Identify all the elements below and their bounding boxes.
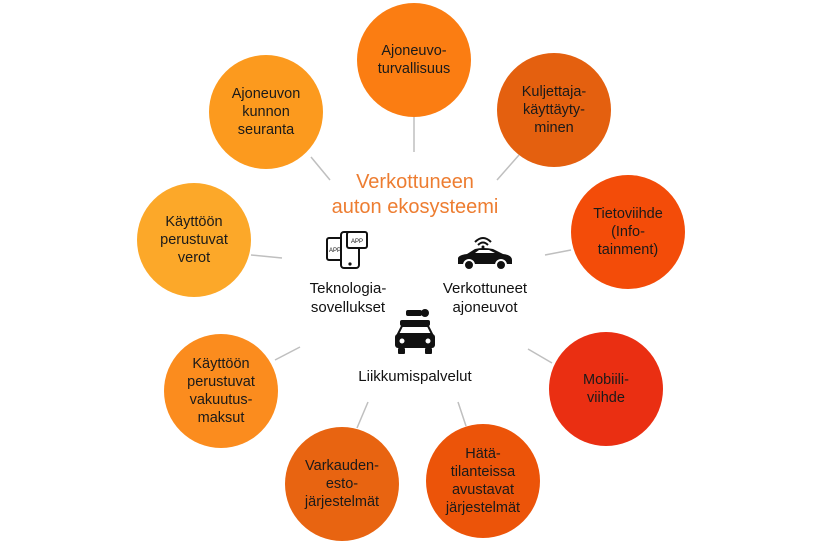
connector-line bbox=[527, 348, 553, 364]
connected-vehicles-label: Verkottuneet ajoneuvot bbox=[442, 280, 528, 316]
node-label: Ajoneuvo- turvallisuus bbox=[377, 43, 451, 77]
node-label: Käyttöön perustuvat verot bbox=[160, 214, 228, 266]
car-key-icon bbox=[395, 309, 435, 354]
node-label: Käyttöön perustuvat vakuutus- maksut bbox=[187, 356, 255, 426]
tech-apps-label: Teknologia- sovellukset bbox=[309, 280, 387, 316]
node-anti-theft: Varkauden- esto- järjestelmät bbox=[285, 427, 399, 541]
node-driver-behaviour: Kuljettaja- käyttäyty- minen bbox=[497, 53, 611, 167]
connected-car-icon bbox=[458, 237, 512, 271]
node-label: Hätä- tilanteissa avustavat järjestelmät bbox=[445, 446, 521, 516]
node-label: Ajoneuvon kunnon seuranta bbox=[231, 86, 301, 138]
connector-line bbox=[544, 249, 572, 256]
connector-line bbox=[250, 254, 283, 259]
diagram-title: Verkottuneen auton ekosysteemi bbox=[331, 171, 499, 218]
node-label: Varkauden- esto- järjestelmät bbox=[304, 458, 380, 510]
app-text-right: APP bbox=[351, 239, 363, 245]
connector-line bbox=[310, 156, 331, 181]
node-vehicle-safety: Ajoneuvo- turvallisuus bbox=[357, 3, 471, 117]
connector-line bbox=[356, 401, 369, 429]
node-vehicle-health: Ajoneuvon kunnon seuranta bbox=[209, 55, 323, 169]
connector-line bbox=[457, 401, 467, 427]
node-usage-based-taxes: Käyttöön perustuvat verot bbox=[137, 183, 251, 297]
node-label: Tietoviihde (Info- tainment) bbox=[593, 206, 663, 258]
node-infotainment: Tietoviihde (Info- tainment) bbox=[571, 175, 685, 289]
node-usage-based-insurance: Käyttöön perustuvat vakuutus- maksut bbox=[164, 334, 278, 448]
node-mobile-entertainment: Mobiili- viihde bbox=[549, 332, 663, 446]
mobility-services-label: Liikkumispalvelut bbox=[358, 368, 472, 385]
node-emergency-assistance: Hätä- tilanteissa avustavat järjestelmät bbox=[426, 424, 540, 538]
app-phone-icon: APP APP bbox=[326, 231, 368, 269]
node-label: Kuljettaja- käyttäyty- minen bbox=[521, 84, 587, 136]
app-text-left: APP bbox=[329, 248, 341, 254]
connector-line bbox=[274, 346, 301, 361]
node-label: Mobiili- viihde bbox=[583, 372, 629, 406]
connector-line bbox=[496, 154, 520, 181]
